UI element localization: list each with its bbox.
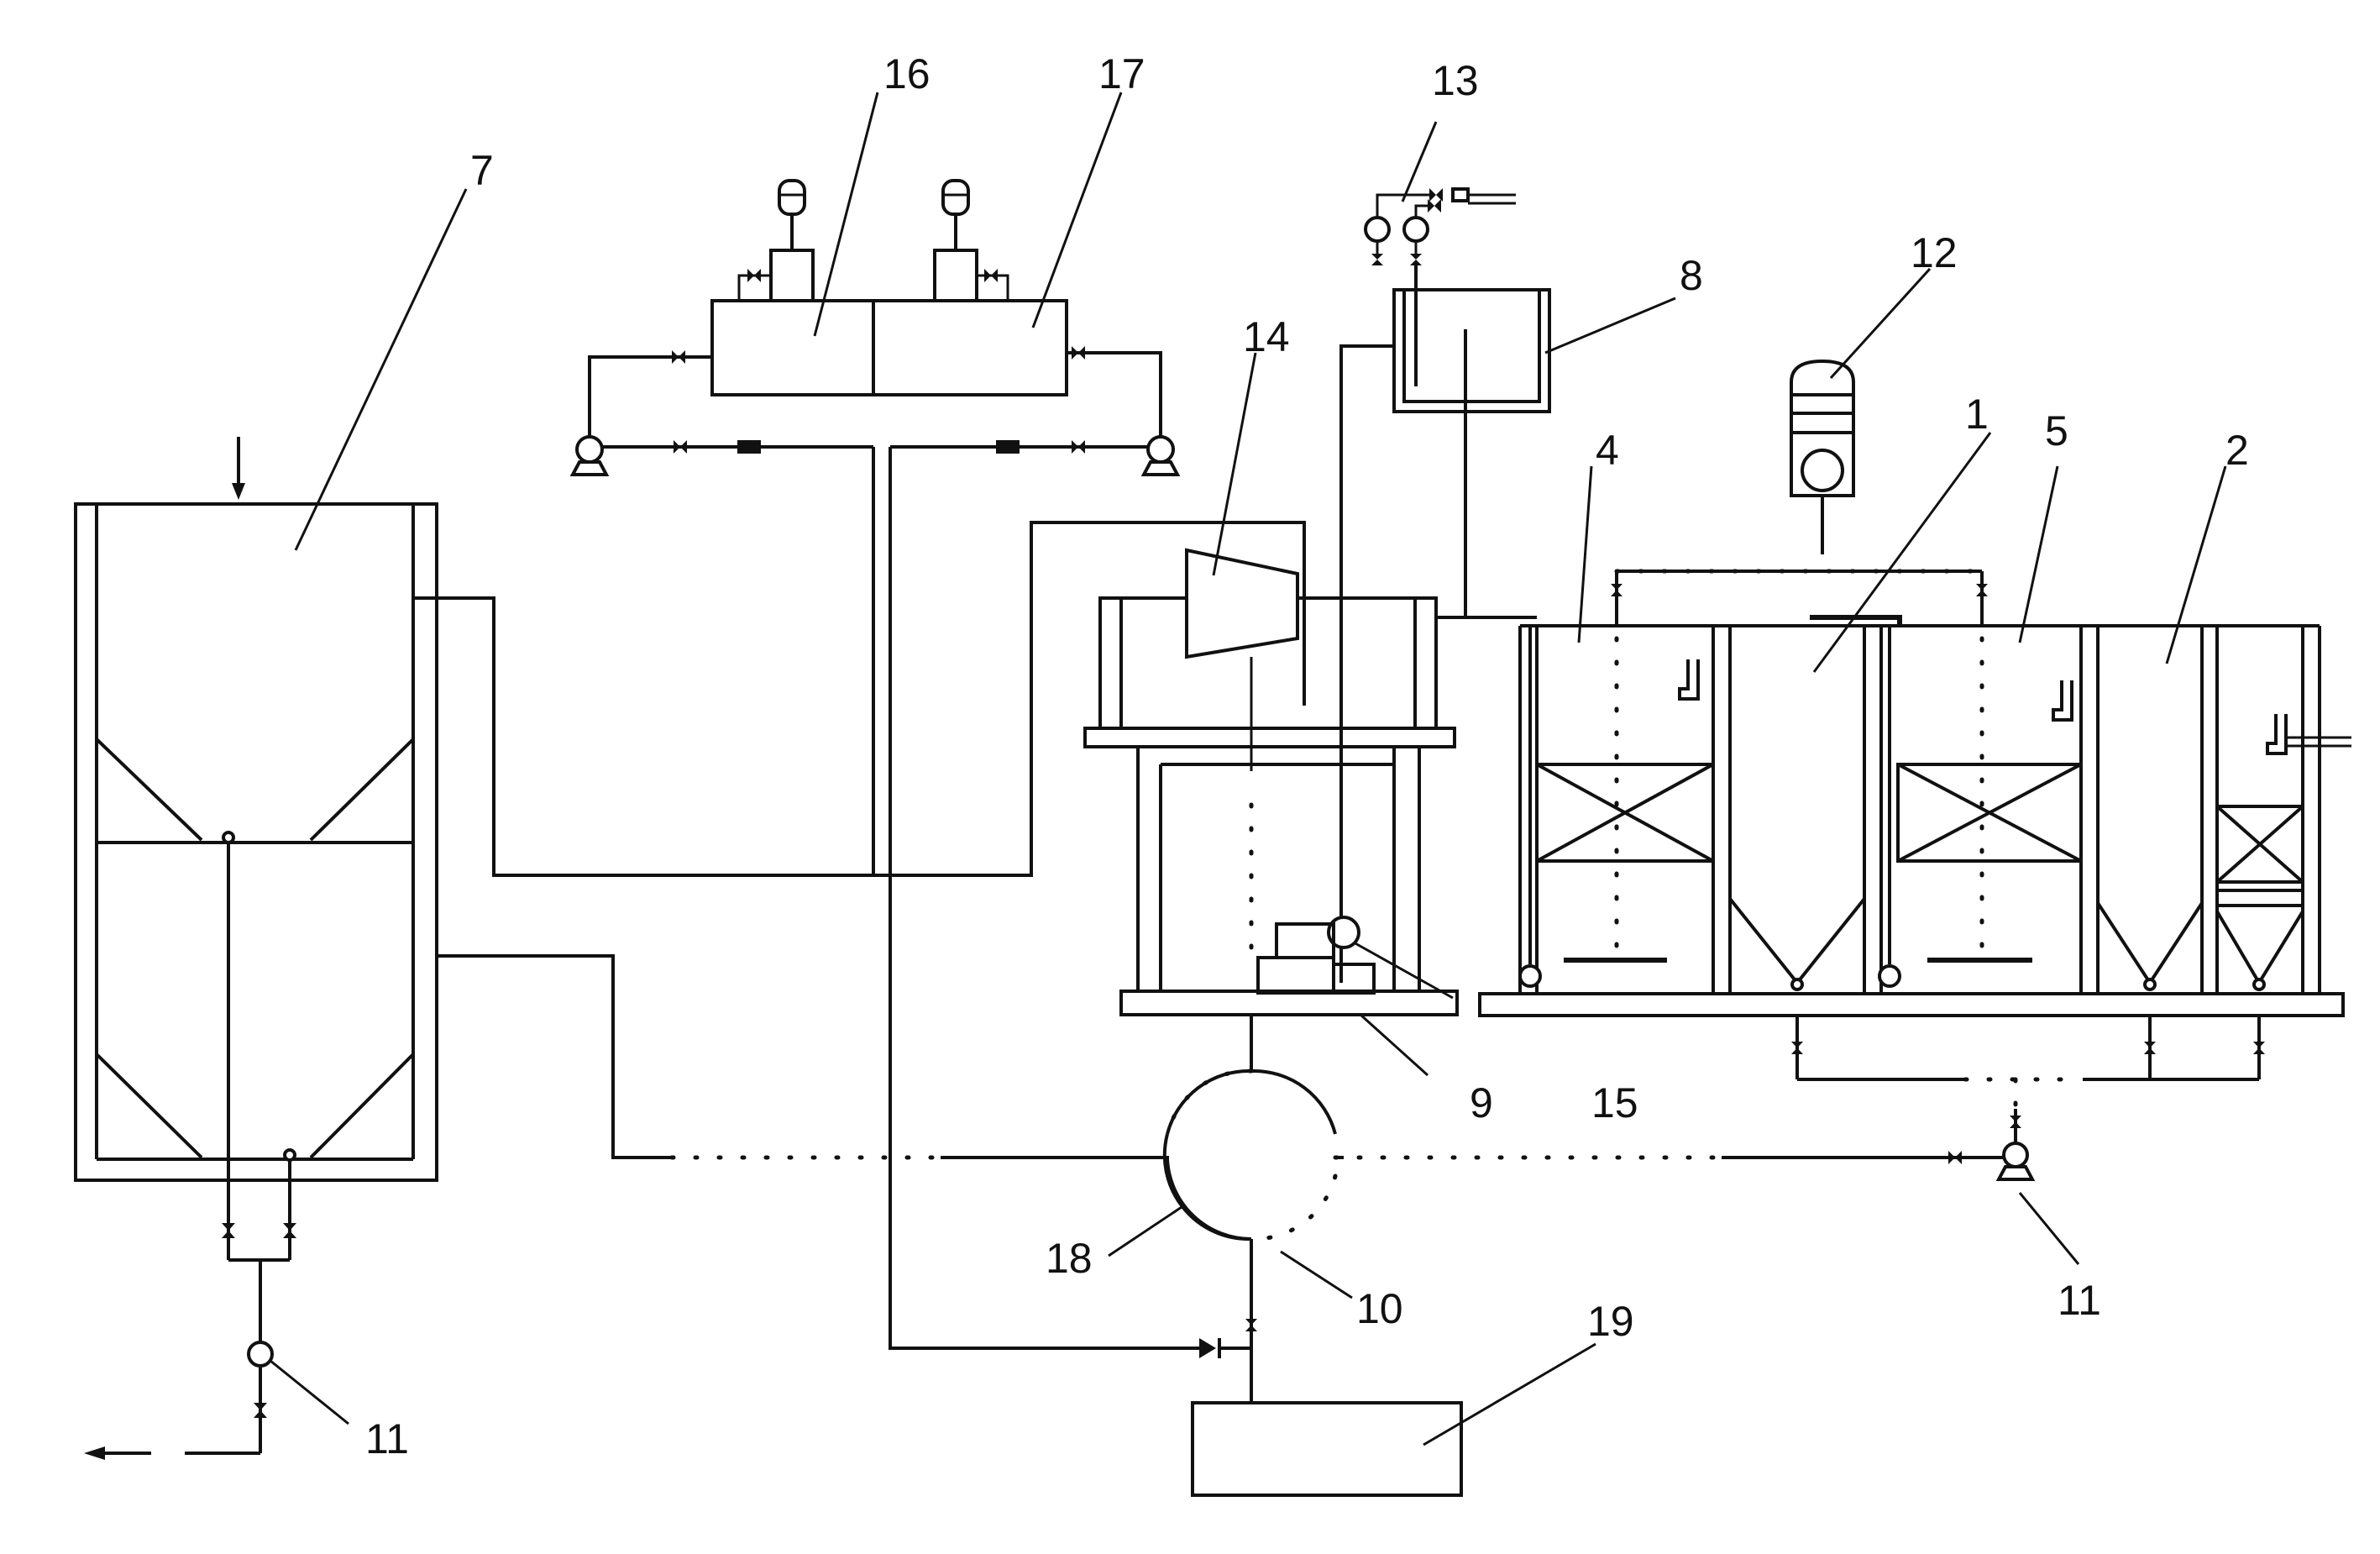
centrifuge-14 <box>1185 548 1299 659</box>
callout-16: 16 <box>883 50 931 97</box>
callout-1: 1 <box>1965 391 1989 438</box>
valve-icon <box>254 1403 267 1418</box>
tank-7-overflow-line <box>413 521 1306 877</box>
tank-18 <box>889 1068 1338 1403</box>
valve-icon <box>2010 1116 2021 1128</box>
gas-holder-12 <box>1790 359 1855 554</box>
callout-12: 12 <box>1911 229 1958 276</box>
valve-icon <box>283 1223 296 1238</box>
valve-icon <box>1371 254 1383 265</box>
callout-10: 10 <box>1356 1285 1403 1332</box>
tank-7-drain <box>84 843 296 1460</box>
valve-icon <box>1791 1042 1803 1054</box>
valve-icon <box>2253 1042 2265 1054</box>
valve-icon <box>747 269 761 282</box>
gauge-icon <box>1364 216 1391 243</box>
gauge-icon <box>1402 216 1429 243</box>
tank-19 <box>1191 1401 1463 1497</box>
mixer-motor-icon <box>941 179 970 216</box>
return-pump-11 <box>1333 1142 2036 1181</box>
callout-18: 18 <box>1046 1235 1093 1282</box>
dosing-tanks-16-17 <box>569 179 1181 1338</box>
flowmeter-icon <box>996 440 1020 454</box>
callout-2: 2 <box>2225 427 2249 474</box>
pump-icon <box>247 1341 274 1368</box>
callout-19: 19 <box>1587 1298 1634 1345</box>
valve-icon <box>1410 254 1422 265</box>
callout-7: 7 <box>470 147 494 194</box>
check-valve-icon <box>1199 1338 1216 1358</box>
callout-4: 4 <box>1596 427 1619 474</box>
pump-icon <box>575 435 604 464</box>
valve-icon <box>2144 1042 2156 1054</box>
flowmeter-icon <box>737 440 761 454</box>
device-13 <box>1364 187 1516 386</box>
callout-13: 13 <box>1432 57 1479 104</box>
callout-15: 15 <box>1591 1079 1638 1126</box>
tank-7 <box>74 437 438 1182</box>
valve-icon <box>1245 1319 1257 1331</box>
tank-7-to-18-line <box>437 954 1157 1160</box>
valve-icon <box>674 440 687 454</box>
pump-icon <box>1146 435 1175 464</box>
valve-icon <box>984 269 998 282</box>
callout-11-left: 11 <box>365 1415 409 1462</box>
mixer-motor-icon <box>778 179 806 216</box>
reactor-train <box>1436 569 2351 1142</box>
valve-icon <box>672 350 685 364</box>
valve-icon <box>222 1223 235 1238</box>
valve-icon <box>1429 188 1443 202</box>
callout-14: 14 <box>1243 313 1290 360</box>
callout-9: 9 <box>1470 1079 1493 1126</box>
centrifuge-unit <box>1083 548 1459 1071</box>
callout-17: 17 <box>1098 50 1145 97</box>
valve-icon <box>1072 440 1085 454</box>
tank-8 <box>1327 288 1551 983</box>
valve-icon <box>1976 584 1988 596</box>
pump-icon <box>1327 916 1360 949</box>
leader-lines <box>270 92 2227 1446</box>
valve-icon <box>1611 584 1622 596</box>
valve-icon <box>1948 1151 1962 1164</box>
callout-11-right: 11 <box>2058 1277 2101 1324</box>
callout-labels: 7 16 17 13 8 12 14 4 1 5 2 9 15 18 10 19… <box>365 50 2249 1462</box>
valve-icon <box>1072 346 1085 360</box>
valve-icon <box>1428 199 1441 213</box>
callout-5: 5 <box>2045 407 2068 454</box>
pump-icon <box>2002 1142 2029 1168</box>
callout-8: 8 <box>1680 252 1703 299</box>
